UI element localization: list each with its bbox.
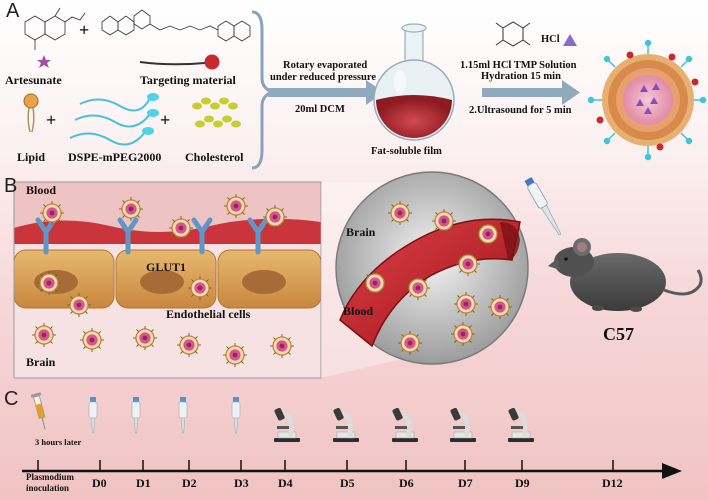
day-label: D3 bbox=[234, 476, 249, 490]
film-label: Fat-soluble film bbox=[371, 146, 442, 157]
microscope-icon bbox=[274, 407, 300, 442]
microscope-icon bbox=[508, 407, 534, 442]
artesunate-structure bbox=[24, 7, 86, 50]
mouse-icon bbox=[548, 238, 703, 312]
artesunate-label: Artesunate bbox=[5, 73, 62, 87]
step1-line1: Rotary evaporated bbox=[283, 60, 368, 71]
hcl-label: HCl bbox=[541, 34, 560, 45]
step2-line1: 1.15ml HCl TMP Solution bbox=[460, 60, 577, 71]
pipette-icon bbox=[131, 396, 141, 434]
endothelial-cells-label: Endothelial cells bbox=[166, 307, 251, 321]
glut1-label: GLUT1 bbox=[146, 260, 187, 274]
dspe-mpeg2000-label: DSPE-mPEG2000 bbox=[68, 150, 162, 164]
liposome-icon bbox=[587, 39, 707, 161]
plus-sign: + bbox=[46, 110, 57, 130]
plus-sign: + bbox=[79, 20, 90, 40]
start-label-line2: inoculation bbox=[26, 483, 70, 493]
brain-label: Brain bbox=[26, 355, 56, 369]
cholesterol-icon bbox=[192, 97, 241, 128]
step1-solvent: 20ml DCM bbox=[295, 104, 345, 115]
magnified-circle bbox=[335, 171, 529, 365]
arrow-right-icon bbox=[268, 80, 384, 105]
panel-label-b: B bbox=[4, 175, 18, 197]
start-label-line1: Plasmodium bbox=[26, 472, 75, 482]
day-label: D4 bbox=[278, 476, 293, 490]
pipette-icon bbox=[524, 177, 562, 236]
day-label: D9 bbox=[515, 476, 530, 490]
day-label: D7 bbox=[458, 476, 473, 490]
cholesterol-label: Cholesterol bbox=[185, 150, 244, 164]
day-label: D2 bbox=[182, 476, 197, 490]
panel-label-a: A bbox=[6, 0, 20, 22]
day-label: D1 bbox=[136, 476, 151, 490]
step1-line2: under reduced pressure bbox=[270, 72, 376, 83]
tmp-structure bbox=[495, 21, 531, 47]
day-label: D12 bbox=[602, 476, 623, 490]
day-label: D0 bbox=[92, 476, 107, 490]
step2-line3: 2.Ultrasound for 5 min bbox=[469, 105, 572, 116]
star-icon bbox=[37, 55, 51, 68]
targeting-material-label: Targeting material bbox=[140, 73, 236, 87]
three-hours-note: 3 hours later bbox=[35, 437, 82, 447]
circle-brain-label: Brain bbox=[346, 225, 376, 239]
step2-line2: Hydration 15 min bbox=[481, 71, 561, 82]
pipette-icon bbox=[88, 396, 98, 434]
blood-label: Blood bbox=[26, 183, 57, 197]
circle-blood-label: Blood bbox=[343, 304, 374, 318]
microscope-icon bbox=[333, 407, 359, 442]
plus-sign: + bbox=[160, 110, 171, 130]
microscope-icon bbox=[450, 407, 476, 442]
flask-icon bbox=[373, 23, 455, 141]
pipette-icon bbox=[231, 396, 241, 434]
timeline-axis bbox=[22, 460, 682, 479]
microscope-icon bbox=[392, 407, 418, 442]
lipid-icon bbox=[23, 93, 39, 133]
panel-label-c: C bbox=[4, 388, 19, 410]
dspe-mpeg2000-icon bbox=[69, 97, 151, 146]
bbb-panel bbox=[13, 181, 322, 379]
targeting-material-icon bbox=[139, 54, 220, 70]
pipette-icon bbox=[178, 396, 188, 434]
day-label: D5 bbox=[340, 476, 355, 490]
day-label: D6 bbox=[399, 476, 414, 490]
targeting-material-structure bbox=[101, 9, 251, 42]
lipid-label: Lipid bbox=[17, 150, 46, 164]
dspe-heads bbox=[142, 93, 159, 135]
endothelial-cell-layer bbox=[13, 249, 322, 309]
arrow-right-icon bbox=[482, 80, 580, 105]
mouse-label: C57 bbox=[603, 324, 634, 344]
triangle-icon bbox=[563, 34, 577, 46]
syringe-icon bbox=[30, 392, 46, 430]
